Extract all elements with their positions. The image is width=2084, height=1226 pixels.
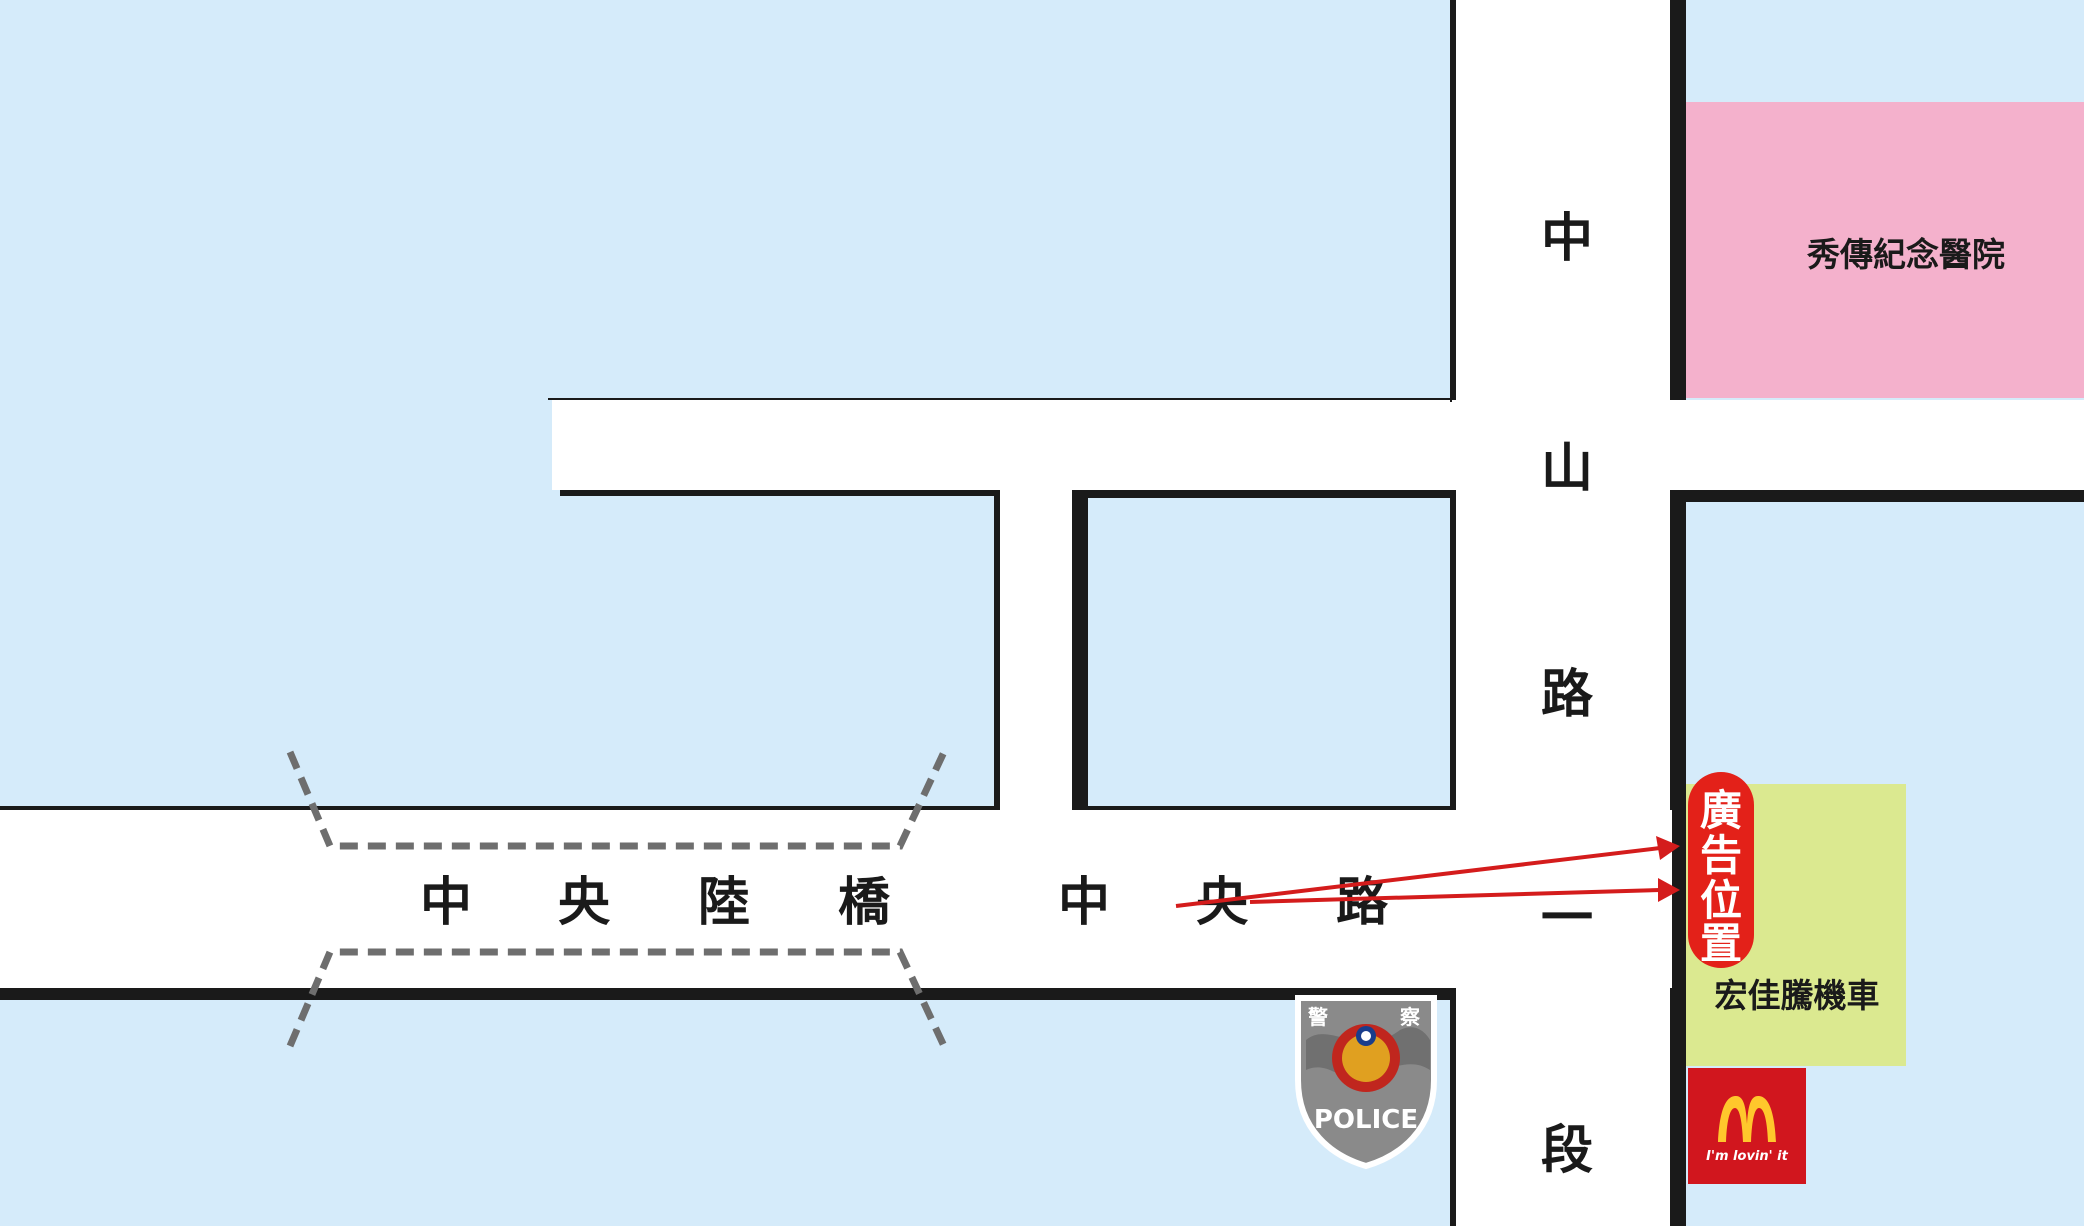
hospital: 秀傳紀念醫院 bbox=[1686, 102, 2084, 398]
side-road-edge-bottom bbox=[560, 490, 1000, 496]
ad-arrow-icon bbox=[1175, 836, 1680, 908]
ad-char-1: 廣 bbox=[1700, 786, 1742, 835]
ad-char-3: 位 bbox=[1700, 876, 1742, 925]
mcdonalds-icon: I'm lovin' it bbox=[1688, 1068, 1806, 1184]
police-badge-icon: 警 察 POLICE bbox=[1295, 995, 1437, 1170]
bridge-char-4: 橋 bbox=[838, 873, 891, 933]
police-top-right: 察 bbox=[1400, 1005, 1421, 1029]
mcdonalds-slogan: I'm lovin' it bbox=[1706, 1149, 1788, 1164]
hospital-area bbox=[1686, 102, 2084, 398]
zhongshan-char-1: 中 bbox=[1541, 209, 1593, 269]
ad-location-pill bbox=[1688, 772, 1754, 968]
road-zhongshan bbox=[1456, 0, 1670, 1226]
motor-shop-label: 宏佳騰機車 bbox=[1715, 976, 1880, 1015]
zhongshan-char-4: 一 bbox=[1541, 889, 1593, 949]
bridge-char-2: 央 bbox=[558, 873, 611, 933]
police-emblem-inner bbox=[1342, 1034, 1390, 1082]
small-road bbox=[1000, 496, 1072, 810]
block-bottom-left bbox=[0, 988, 1456, 1226]
road-zhongyang-label: 中 央 路 bbox=[1058, 873, 1389, 933]
ad-location: 廣 告 位 置 bbox=[1688, 772, 1754, 968]
police-label: POLICE bbox=[1314, 1105, 1418, 1135]
bridge-char-1: 中 bbox=[420, 873, 472, 933]
police-top-left: 警 bbox=[1308, 1005, 1328, 1029]
zhongshan-char-5: 段 bbox=[1541, 1121, 1593, 1181]
zhongshan-char-3: 路 bbox=[1541, 665, 1594, 725]
zhongshan-char-2: 山 bbox=[1541, 439, 1593, 499]
road-zhongyang-top-edge-2 bbox=[1072, 806, 1452, 810]
bridge-label: 中 央 陸 橋 bbox=[420, 873, 891, 933]
side-road bbox=[552, 400, 1450, 490]
mcdonalds-arches bbox=[1718, 1096, 1776, 1142]
block-mid-left bbox=[0, 400, 1000, 810]
road-zhongyang bbox=[0, 810, 1672, 988]
block-mid-center bbox=[1072, 490, 1456, 810]
hospital-label: 秀傳紀念醫院 bbox=[1806, 235, 2005, 274]
ad-char-2: 告 bbox=[1700, 831, 1742, 880]
zhongyang-char-1: 中 bbox=[1058, 873, 1110, 933]
bridge-char-3: 陸 bbox=[698, 873, 750, 933]
road-zhongshan-label: 中 山 路 一 段 bbox=[1541, 209, 1594, 1181]
police-emblem-sun-core bbox=[1361, 1031, 1371, 1041]
road-zhongyang-top-edge bbox=[0, 806, 998, 810]
ad-char-4: 置 bbox=[1700, 919, 1742, 968]
